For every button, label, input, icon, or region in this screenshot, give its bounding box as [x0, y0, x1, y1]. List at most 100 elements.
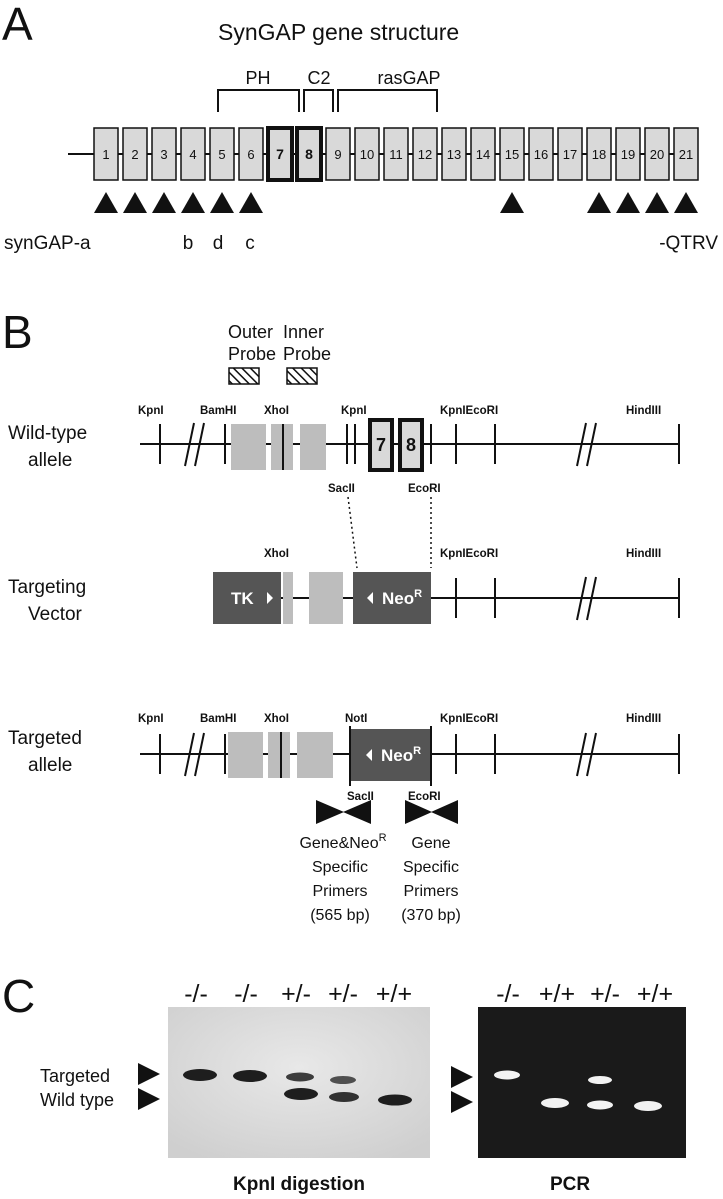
exon-9-label: 9 — [334, 147, 341, 162]
southern-geno-3: +/- — [281, 980, 311, 1008]
right-primer-line-1: Gene — [411, 835, 450, 852]
ta-neo-cassette — [350, 729, 431, 781]
exon-8-label: 8 — [305, 146, 313, 162]
exon-1 — [93, 127, 119, 181]
tk-label: TK — [231, 589, 254, 608]
start-arrow-exon-5 — [210, 192, 234, 213]
wt-exon-8-label: 8 — [406, 435, 416, 455]
targeted-label-2: allele — [28, 755, 72, 776]
pcr-geno-3: +/- — [590, 980, 620, 1008]
exon-11 — [383, 127, 409, 181]
left-primer-line-3: Primers — [312, 883, 367, 900]
wt-site-kpniecori: KpnIEcoRI — [440, 405, 498, 417]
targeting-label-2: Vector — [28, 604, 83, 625]
start-site-arrows — [94, 192, 698, 213]
exon-19-label: 19 — [621, 147, 635, 162]
start-arrow-exon-21 — [674, 192, 698, 213]
exon-17 — [557, 127, 583, 181]
right-primer-line-3: Primers — [403, 883, 458, 900]
domain-rasgap: rasGAP — [377, 68, 440, 88]
exon-3-label: 3 — [160, 147, 167, 162]
left-primer-line-4: (565 bp) — [310, 907, 370, 924]
pcr-geno-2: +/+ — [539, 980, 575, 1008]
pcr-geno-1: -/- — [496, 980, 520, 1008]
exon-5 — [209, 127, 235, 181]
exon-2 — [122, 127, 148, 181]
wt-site-kpni-2: KpnI — [341, 405, 367, 417]
exon-3 — [151, 127, 177, 181]
panel-c: C -/- -/- +/- +/- +/+ Targeted Wild type… — [2, 970, 686, 1195]
pcr-bands — [494, 1070, 662, 1111]
southern-caption: KpnI digestion — [233, 1174, 365, 1195]
ta-site-xhoi: XhoI — [264, 713, 289, 725]
isoform-label-a: synGAP-a — [4, 233, 91, 254]
panel-c-letter: C — [2, 970, 35, 1022]
exon-12 — [412, 127, 438, 181]
exon-11-label: 11 — [389, 147, 403, 162]
outer-probe-label-1: Outer — [228, 322, 273, 342]
panel-b-letter: B — [2, 306, 33, 358]
wt-exon-7 — [368, 418, 394, 472]
exon-20-label: 20 — [650, 147, 664, 162]
exon-10-label: 10 — [360, 147, 374, 162]
start-arrow-exon-18 — [587, 192, 611, 213]
ta-site-kpni: KpnI — [138, 713, 164, 725]
exon-6 — [238, 127, 264, 181]
southern-blot — [168, 1007, 430, 1158]
exon-8 — [295, 126, 323, 182]
targeted-allele: Targeted allele KpnI BamHI XhoI NotI Kpn… — [8, 713, 680, 786]
ta-site-bamhi: BamHI — [200, 713, 236, 725]
exon-14 — [470, 127, 496, 181]
isoform-label-qtrv: -QTRV — [659, 233, 718, 254]
exon-13-label: 13 — [447, 147, 461, 162]
pcr-arrow-wild-type — [451, 1091, 473, 1113]
inner-probe-label-1: Inner — [283, 322, 324, 342]
start-arrow-exon-6 — [239, 192, 263, 213]
start-arrow-exon-4 — [181, 192, 205, 213]
wt-site-ecori: EcoRI — [408, 483, 441, 495]
exon-15-label: 15 — [505, 147, 519, 162]
southern-arrow-targeted — [138, 1063, 160, 1085]
southern-bands — [183, 1069, 412, 1106]
left-primer-line-2: Specific — [312, 859, 368, 876]
outer-probe-label-2: Probe — [228, 344, 276, 364]
right-primer-line-2: Specific — [403, 859, 459, 876]
tv-site-xhoi: XhoI — [264, 548, 289, 560]
southern-geno-1: -/- — [184, 980, 208, 1008]
primer-site-ecori: EcoRI — [408, 791, 441, 803]
exon-1-label: 1 — [102, 147, 109, 162]
exon-16-label: 16 — [534, 147, 548, 162]
exon-21 — [673, 127, 699, 181]
exon-4 — [180, 127, 206, 181]
outer-probe-box — [228, 367, 260, 385]
exon-13 — [441, 127, 467, 181]
exon-2-label: 2 — [131, 147, 138, 162]
ta-site-kpniecori: KpnIEcoRI — [440, 713, 498, 725]
wt-site-sacii: SacII — [328, 483, 355, 495]
isoform-label-d: d — [213, 233, 224, 254]
exon-16 — [528, 127, 554, 181]
primer-site-sacii: SacII — [347, 791, 374, 803]
wild-type-allele: Wild-type allele KpnI BamHI XhoI KpnI Kp… — [8, 405, 680, 495]
exon-18-label: 18 — [592, 147, 606, 162]
domain-ph: PH — [245, 68, 270, 88]
band-label-wild-type: Wild type — [40, 1090, 114, 1110]
southern-arrow-wild-type — [138, 1088, 160, 1110]
pcr-caption: PCR — [550, 1174, 590, 1195]
panel-a-letter: A — [2, 0, 33, 50]
southern-geno-4: +/- — [328, 980, 358, 1008]
targeting-vector: Targeting Vector XhoI KpnIEcoRI HindIII … — [8, 548, 680, 625]
exon-5-label: 5 — [218, 147, 225, 162]
wild-type-label-2: allele — [28, 450, 72, 471]
wt-site-hindiii: HindIII — [626, 405, 661, 417]
recombination-lines — [347, 496, 432, 569]
isoform-label-b: b — [183, 233, 194, 254]
ta-neo-label: NeoR — [381, 745, 421, 765]
wild-type-label-1: Wild-type — [8, 423, 87, 444]
exon-4-label: 4 — [189, 147, 196, 162]
primer-arrows — [316, 800, 458, 824]
exon-17-label: 17 — [563, 147, 577, 162]
